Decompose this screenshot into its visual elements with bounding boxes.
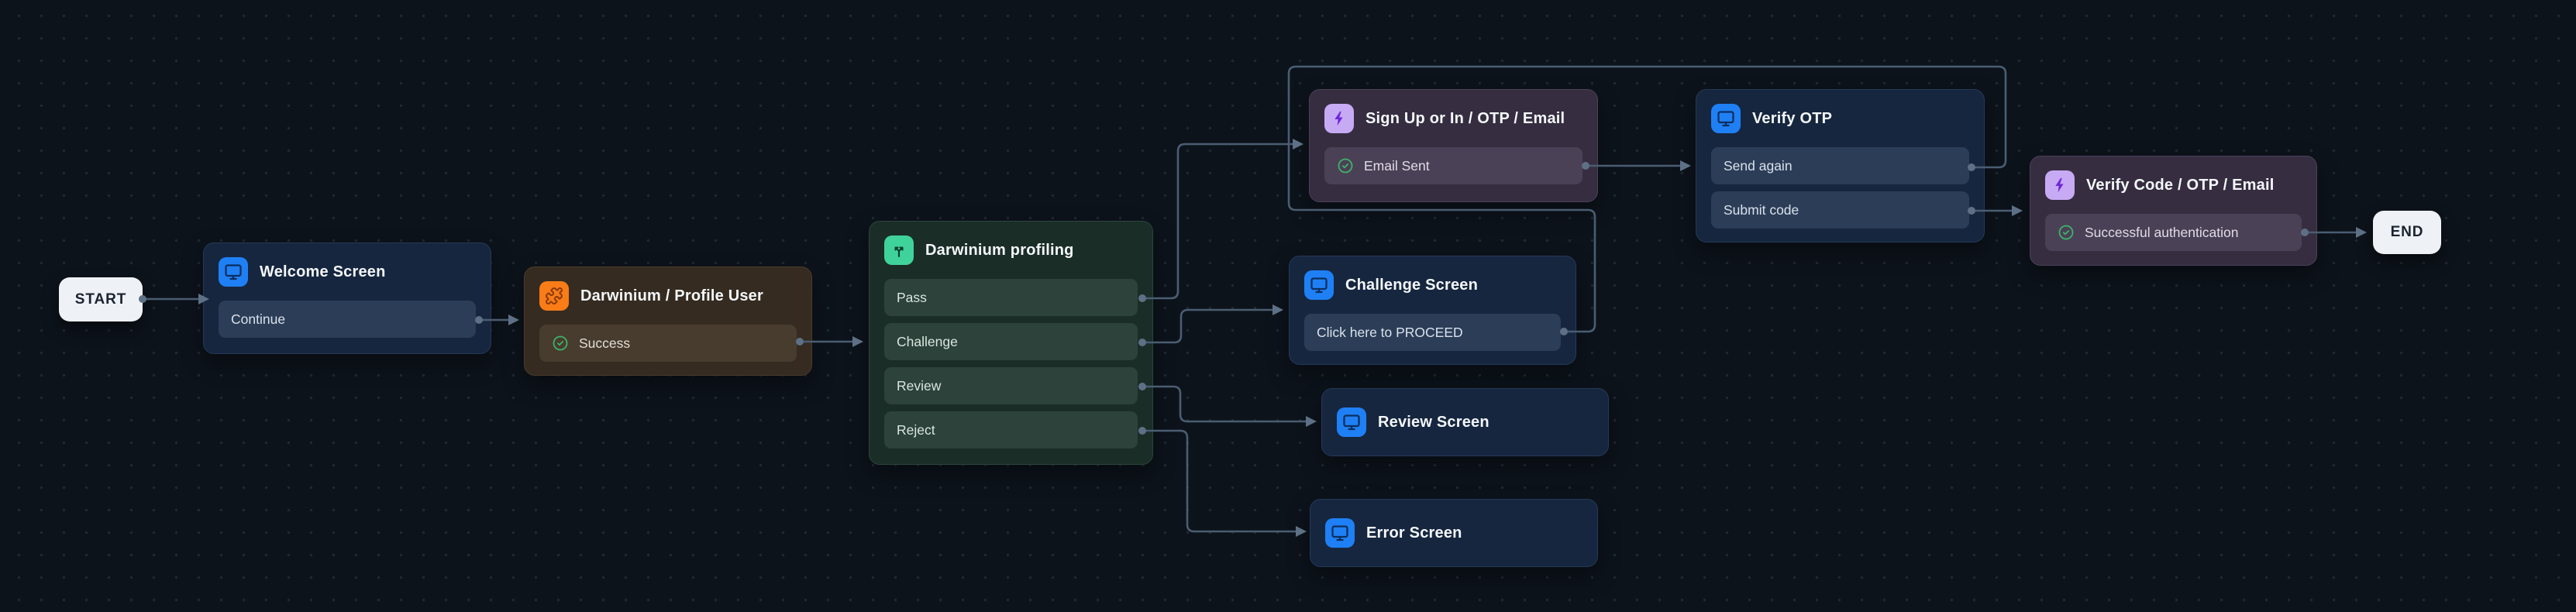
node-header: Verify Code / OTP / Email (2045, 170, 2302, 200)
node-title: Verify Code / OTP / Email (2086, 176, 2275, 194)
port-label: Click here to PROCEED (1317, 324, 1463, 340)
node-welcome-screen[interactable]: Welcome Screen Continue (203, 242, 491, 354)
port-email-sent[interactable]: Email Sent (1324, 147, 1582, 184)
bolt-icon (1324, 104, 1354, 133)
port-label: Challenge (897, 333, 958, 349)
edge-arrowhead (1296, 526, 1307, 537)
port-label: Successful authentication (2085, 224, 2239, 240)
port-label: Review (897, 377, 942, 394)
edge-darwinium-profiling.review (1142, 385, 1306, 423)
start-node[interactable]: START (59, 277, 143, 321)
port-review[interactable]: Review (884, 367, 1138, 404)
check-circle-icon (552, 335, 569, 352)
edge-darwinium-profiling.reject (1142, 429, 1296, 533)
node-title: Verify OTP (1752, 109, 1833, 127)
node-darwinium-profile-user[interactable]: Darwinium / Profile User Success (524, 266, 812, 376)
port-send-again[interactable]: Send again (1711, 147, 1969, 184)
port-label: Submit code (1724, 201, 1799, 218)
port-reject[interactable]: Reject (884, 411, 1138, 449)
node-review-screen[interactable]: Review Screen (1321, 388, 1609, 456)
node-title: Darwinium profiling (925, 241, 1074, 259)
puzzle-icon (539, 281, 569, 311)
node-verify-code[interactable]: Verify Code / OTP / Email Successful aut… (2030, 156, 2317, 266)
port-continue[interactable]: Continue (219, 301, 476, 338)
monitor-icon (1304, 270, 1334, 300)
branch-icon (884, 236, 914, 265)
edge-arrowhead (1680, 160, 1691, 171)
node-header: Review Screen (1337, 407, 1489, 437)
check-circle-icon (2058, 224, 2075, 241)
edge-arrowhead (508, 315, 519, 325)
node-title: Welcome Screen (260, 263, 386, 280)
node-error-screen[interactable]: Error Screen (1310, 499, 1598, 567)
edge-darwinium-profiling.challenge (1142, 308, 1273, 344)
node-title: Darwinium / Profile User (580, 287, 763, 304)
port-label: Success (579, 335, 631, 351)
node-header: Darwinium profiling (884, 236, 1138, 265)
edge-darwinium-profiling.pass (1142, 143, 1293, 300)
node-sign-up-or-in[interactable]: Sign Up or In / OTP / Email Email Sent (1309, 89, 1598, 202)
node-title: Error Screen (1366, 524, 1462, 542)
node-verify-otp[interactable]: Verify OTP Send again Submit code (1696, 89, 1985, 242)
end-node[interactable]: END (2373, 211, 2441, 254)
port-submit-code[interactable]: Submit code (1711, 191, 1969, 229)
check-circle-icon (1337, 157, 1354, 174)
monitor-icon (1325, 518, 1355, 548)
edge-arrowhead (852, 336, 863, 347)
port-label: Email Sent (1364, 157, 1430, 174)
node-header: Verify OTP (1711, 104, 1969, 133)
node-title: Sign Up or In / OTP / Email (1365, 109, 1565, 127)
node-header: Welcome Screen (219, 257, 476, 287)
edge-arrowhead (1273, 304, 1283, 315)
port-challenge[interactable]: Challenge (884, 323, 1138, 360)
bolt-icon (2045, 170, 2075, 200)
port-label: Reject (897, 421, 935, 438)
monitor-icon (1711, 104, 1741, 133)
node-header: Darwinium / Profile User (539, 281, 797, 311)
port-pass[interactable]: Pass (884, 279, 1138, 316)
edge-arrowhead (2356, 227, 2367, 238)
edge-arrowhead (2012, 205, 2023, 216)
node-header: Sign Up or In / OTP / Email (1324, 104, 1582, 133)
node-darwinium-profiling[interactable]: Darwinium profiling Pass Challenge Revie… (869, 221, 1153, 465)
node-header: Challenge Screen (1304, 270, 1561, 300)
edge-arrowhead (1293, 139, 1303, 150)
port-success[interactable]: Success (539, 325, 797, 362)
edge-arrowhead (1306, 416, 1317, 427)
port-label: Pass (897, 289, 927, 305)
port-successful-authentication[interactable]: Successful authentication (2045, 214, 2302, 251)
monitor-icon (1337, 407, 1366, 437)
port-label: Send again (1724, 157, 1793, 174)
node-header: Error Screen (1325, 518, 1462, 548)
node-title: Challenge Screen (1345, 276, 1479, 294)
monitor-icon (219, 257, 248, 287)
node-title: Review Screen (1378, 413, 1489, 431)
port-click-here-to-proceed[interactable]: Click here to PROCEED (1304, 314, 1561, 351)
port-label: Continue (231, 311, 286, 327)
node-challenge-screen[interactable]: Challenge Screen Click here to PROCEED (1289, 256, 1576, 365)
